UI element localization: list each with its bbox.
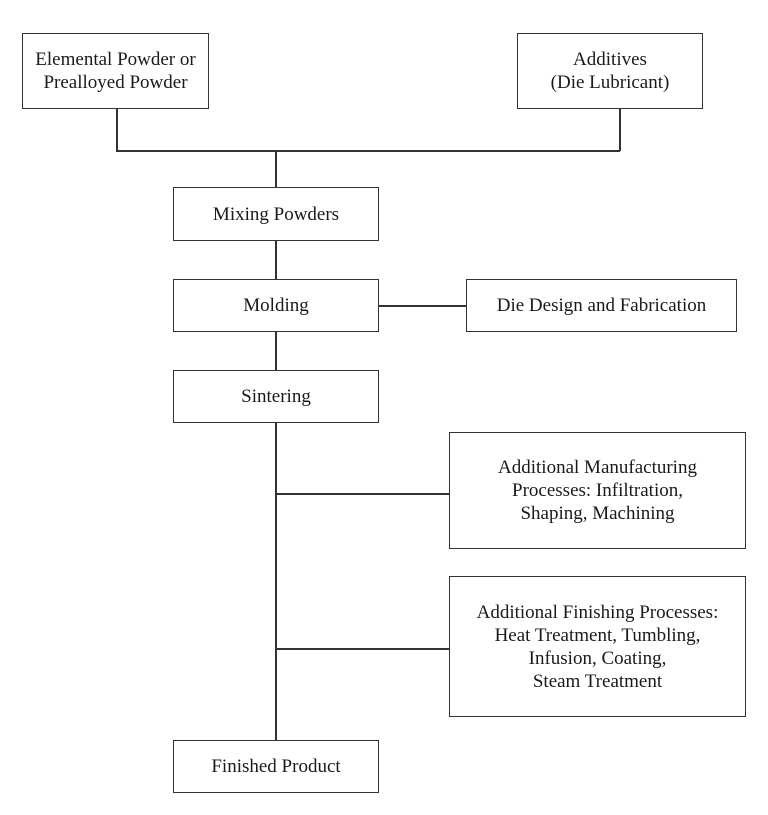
- connector-additives-down: [619, 109, 621, 151]
- connector-die-to-molding: [379, 305, 466, 307]
- node-elemental-powder: Elemental Powder or Prealloyed Powder: [22, 33, 209, 109]
- connector-powder-down: [116, 109, 118, 151]
- node-label-line: Additives: [573, 49, 647, 70]
- node-label-line: Sintering: [241, 386, 311, 407]
- connector-top-join: [116, 150, 620, 152]
- node-additional-finishing: Additional Finishing Processes: Heat Tre…: [449, 576, 746, 717]
- node-label-line: Steam Treatment: [532, 670, 663, 692]
- node-sintering: Sintering: [173, 370, 379, 423]
- connector-sintering-trunk: [275, 423, 277, 740]
- node-label-line: Infusion, Coating,: [528, 647, 667, 669]
- node-label-line: Mixing Powders: [212, 203, 340, 225]
- node-die-design: Die Design and Fabrication: [466, 279, 737, 332]
- connector-to-finishing: [275, 648, 449, 650]
- connector-mixing-to-molding: [275, 241, 277, 279]
- node-label-line: Additional Manufacturing: [498, 457, 697, 478]
- node-label-line: Heat Treatment, Tumbling,: [494, 624, 701, 646]
- node-finished-product: Finished Product: [173, 740, 379, 793]
- node-label-line: Shaping, Machining: [520, 503, 675, 524]
- node-label-line: Elemental Powder or: [35, 49, 196, 70]
- node-molding: Molding: [173, 279, 379, 332]
- node-label-line: (Die Lubricant): [550, 72, 670, 93]
- connector-to-manufacturing: [275, 493, 449, 495]
- node-label-line: Prealloyed Powder: [43, 72, 188, 93]
- node-additional-manufacturing: Additional Manufacturing Processes: Infi…: [449, 432, 746, 549]
- node-additives: Additives (Die Lubricant): [517, 33, 703, 109]
- connector-molding-to-sintering: [275, 332, 277, 370]
- connector-join-to-mixing: [275, 150, 277, 187]
- node-label-line: Die Design and Fabrication: [496, 295, 707, 316]
- node-label-line: Molding: [243, 295, 309, 316]
- node-label-line: Finished Product: [211, 756, 341, 777]
- node-label-line: Additional Finishing Processes:: [476, 601, 719, 623]
- node-label-line: Processes: Infiltration,: [512, 480, 683, 501]
- node-mixing-powders: Mixing Powders: [173, 187, 379, 241]
